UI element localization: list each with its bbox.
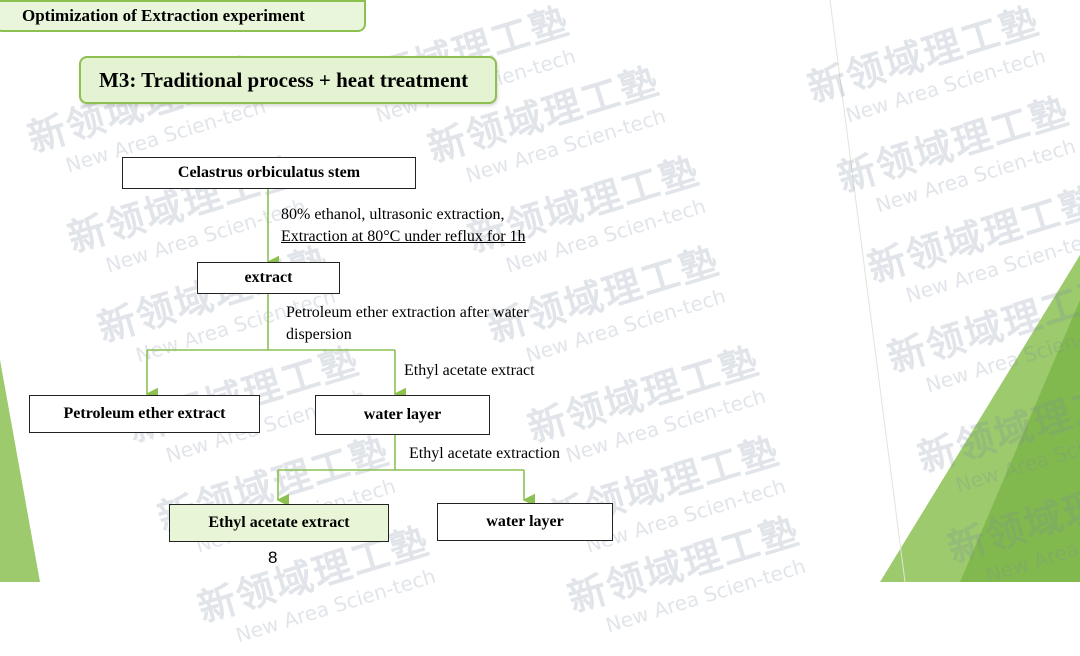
flow-connectors bbox=[145, 188, 536, 507]
note-step4: Ethyl acetate extraction bbox=[409, 445, 561, 462]
right-green-shape-light bbox=[960, 300, 1080, 582]
node-stem: Celastrus orbiculatus stem bbox=[122, 157, 416, 189]
note-step2-line1: Petroleum ether extraction after water bbox=[286, 304, 529, 321]
node-water-layer-2-label: water layer bbox=[486, 513, 564, 530]
left-green-shape bbox=[0, 360, 40, 582]
node-extract: extract bbox=[197, 262, 340, 294]
decorative-line bbox=[829, 0, 906, 582]
node-pe-extract: Petroleum ether extract bbox=[29, 395, 260, 433]
node-ea-extract: Ethyl acetate extract bbox=[169, 504, 389, 542]
page-number: 8 bbox=[268, 548, 278, 567]
note-step1-line1: 80% ethanol, ultrasonic extraction, bbox=[281, 206, 505, 223]
node-stem-label: Celastrus orbiculatus stem bbox=[177, 164, 361, 181]
slide-subtitle-text: M3: Traditional process + heat treatment bbox=[99, 67, 469, 92]
node-extract-label: extract bbox=[244, 269, 293, 286]
node-ea-extract-label: Ethyl acetate extract bbox=[208, 514, 350, 531]
node-water-layer-1-label: water layer bbox=[363, 406, 442, 423]
node-pe-extract-label: Petroleum ether extract bbox=[63, 405, 226, 422]
note-step2-line2: dispersion bbox=[286, 326, 352, 343]
slide-title: Optimization of Extraction experiment bbox=[0, 0, 366, 32]
node-water-layer-1: water layer bbox=[315, 395, 490, 435]
slide-subtitle: M3: Traditional process + heat treatment bbox=[79, 56, 497, 104]
node-water-layer-2: water layer bbox=[437, 503, 613, 541]
slide-title-text: Optimization of Extraction experiment bbox=[22, 6, 305, 25]
note-step1-line2: Extraction at 80°C under reflux for 1h bbox=[281, 228, 526, 245]
note-step3: Ethyl acetate extract bbox=[404, 362, 535, 379]
decorative-background bbox=[0, 0, 1080, 582]
